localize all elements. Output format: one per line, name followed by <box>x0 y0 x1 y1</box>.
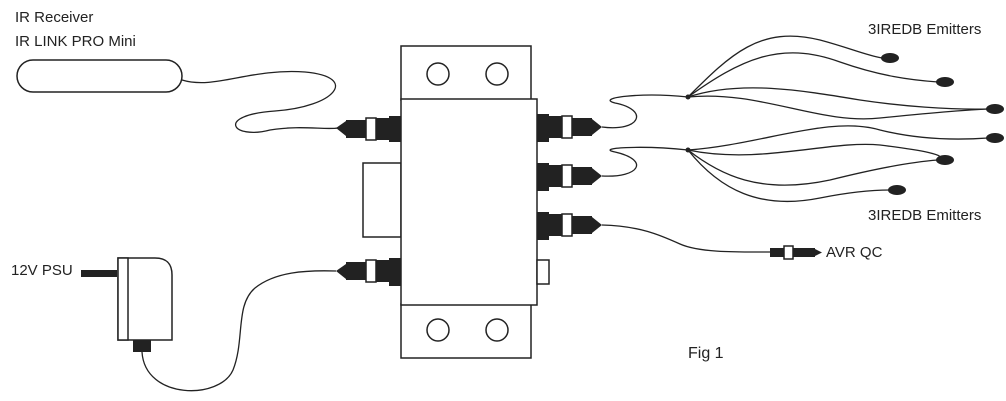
ir-link-pro-mini-label: IR LINK PRO Mini <box>15 33 136 50</box>
receiver-cable <box>181 70 339 133</box>
ir-receiver-pod <box>16 59 183 93</box>
hub-jack-right-1 <box>537 114 549 142</box>
mount-hole-bottom-right <box>485 318 509 342</box>
plug-receiver <box>336 117 389 141</box>
emitter-top-lead-2 <box>687 52 939 98</box>
emitter-bottom-lead-2 <box>687 149 891 202</box>
mount-bracket-bottom <box>400 303 532 359</box>
emitter-bottom-cable <box>601 146 689 177</box>
emitter-bottom-1-icon <box>986 133 1004 143</box>
emitter-top-lead-3b <box>687 87 989 110</box>
emitter-bottom-lead-3 <box>687 149 939 186</box>
psu-adapter <box>81 257 173 352</box>
emitters-bottom-label: 3IREDB Emitters <box>868 207 982 224</box>
emitter-top-2-icon <box>936 77 954 87</box>
plug-emitter-bottom <box>549 164 602 188</box>
emitter-bottom-3-icon <box>888 185 906 195</box>
hub-jack-right-4 <box>536 259 550 285</box>
avr-plug <box>770 245 822 260</box>
plug-psu <box>336 259 389 283</box>
psu-label: 12V PSU <box>11 262 73 279</box>
plug-emitter-top <box>549 115 602 139</box>
ir-hub-body <box>400 98 538 306</box>
emitter-top-1-icon <box>881 53 899 63</box>
emitter-bottom-lead-1b <box>687 143 942 161</box>
hub-jack-left-1 <box>389 116 401 142</box>
mount-hole-top-left <box>426 62 450 86</box>
mount-hole-bottom-left <box>426 318 450 342</box>
hub-side-tab <box>362 162 402 238</box>
emitter-bottom-lead-1 <box>687 125 989 151</box>
psu-cable <box>141 270 337 392</box>
figure-caption: Fig 1 <box>688 345 724 362</box>
emitter-top-cable <box>601 94 689 129</box>
avr-qc-label: AVR QC <box>826 244 883 261</box>
emitter-top-3-icon <box>986 104 1004 114</box>
ir-receiver-label: IR Receiver <box>15 9 94 26</box>
plug-avr <box>549 213 602 237</box>
emitters-top-label: 3IREDB Emitters <box>868 21 982 38</box>
avr-cable <box>601 224 771 253</box>
hub-jack-right-3 <box>537 212 549 240</box>
emitter-bottom-2-icon <box>936 155 954 165</box>
hub-jack-right-2 <box>537 163 549 191</box>
hub-jack-left-2 <box>389 258 401 286</box>
mount-hole-top-right <box>485 62 509 86</box>
emitter-top-lead-1 <box>687 35 883 98</box>
emitter-top-lead-3 <box>687 95 989 120</box>
mount-bracket-top <box>400 45 532 101</box>
